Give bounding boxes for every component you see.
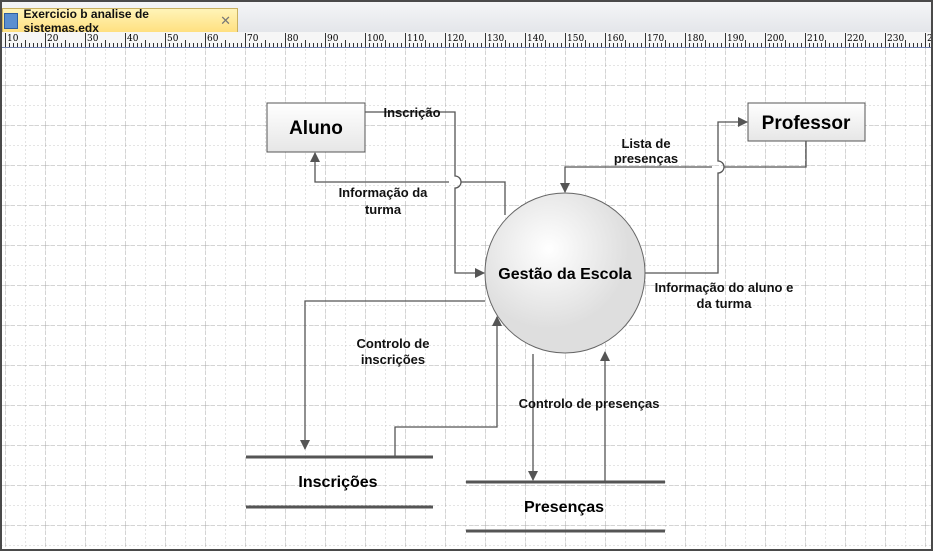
ruler-tick-label: 140 [527,34,544,44]
document-tab[interactable]: Exercicio b analise de sistemas.edx ✕ [2,6,238,35]
process-label: Gestão da Escola [498,266,631,283]
ruler-tick-label: 200 [767,34,784,44]
label-info-aluno-2: da turma [697,296,753,311]
ruler-tick-label: 10 [7,34,19,44]
ruler-tick-label: 100 [367,34,384,44]
entity-aluno-label: Aluno [289,118,343,139]
flow-info-turma [315,153,506,215]
flow-controlo-inscricoes-in [394,316,502,456]
entity-aluno[interactable]: Aluno [266,102,366,153]
diagram-canvas[interactable]: Aluno Professor Gestão da Escola Inscriç… [2,48,931,549]
ruler-tick-label: 70 [247,34,259,44]
ruler-tick-label: 210 [807,34,824,44]
ruler-tick-label: 2 [927,34,931,44]
flow-controlo-inscricoes-out [300,300,485,450]
label-info-turma-2: turma [365,202,402,217]
ruler-tick-label: 180 [687,34,704,44]
process-gestao[interactable]: Gestão da Escola [484,192,646,354]
label-info-turma-1: Informação da [339,185,429,200]
entity-professor[interactable]: Professor [747,102,866,142]
label-controlo-inscricoes-2: inscrições [361,352,425,367]
ruler-tick-label: 90 [327,34,339,44]
entity-professor-label: Professor [762,113,851,134]
label-controlo-inscricoes-1: Controlo de [357,336,430,351]
store-presencas-label: Presenças [524,499,604,516]
ruler-tick-label: 230 [887,34,904,44]
ruler-tick-label: 40 [127,34,139,44]
store-presencas[interactable] [466,480,665,533]
document-icon [4,12,18,29]
label-lista-2: presenças [614,151,678,166]
ruler-tick-label: 190 [727,34,744,44]
ruler-tick-label: 160 [607,34,624,44]
ruler-tick-label: 50 [167,34,179,44]
label-inscricao: Inscrição [383,105,440,120]
store-inscricoes[interactable] [246,455,433,509]
ruler-tick-label: 130 [487,34,504,44]
ruler-tick-label: 80 [287,34,299,44]
label-lista-1: Lista de [621,136,670,151]
ruler-tick-label: 220 [847,34,864,44]
horizontal-ruler[interactable]: 10 20 30 40 50 60 70 80 90 100 110 120 130 140 150 160 1… [2,32,931,48]
close-icon[interactable]: ✕ [220,12,231,28]
tab-bar: Exercicio b analise de sistemas.edx ✕ [2,2,931,35]
label-info-aluno-1: Informação do aluno e [655,280,794,295]
label-controlo-presencas: Controlo de presenças [519,396,660,411]
ruler-tick-label: 60 [207,34,219,44]
flow-lista [565,141,807,192]
ruler-tick-label: 170 [647,34,664,44]
tab-title: Exercicio b analise de sistemas.edx [23,6,149,35]
ruler-tick-label: 30 [87,34,99,44]
ruler-tick-label: 20 [47,34,59,44]
ruler-tick-label: 120 [447,34,464,44]
ruler-tick-label: 110 [407,34,424,44]
ruler-tick-label: 150 [567,34,584,44]
store-inscricoes-label: Inscrições [298,474,377,491]
